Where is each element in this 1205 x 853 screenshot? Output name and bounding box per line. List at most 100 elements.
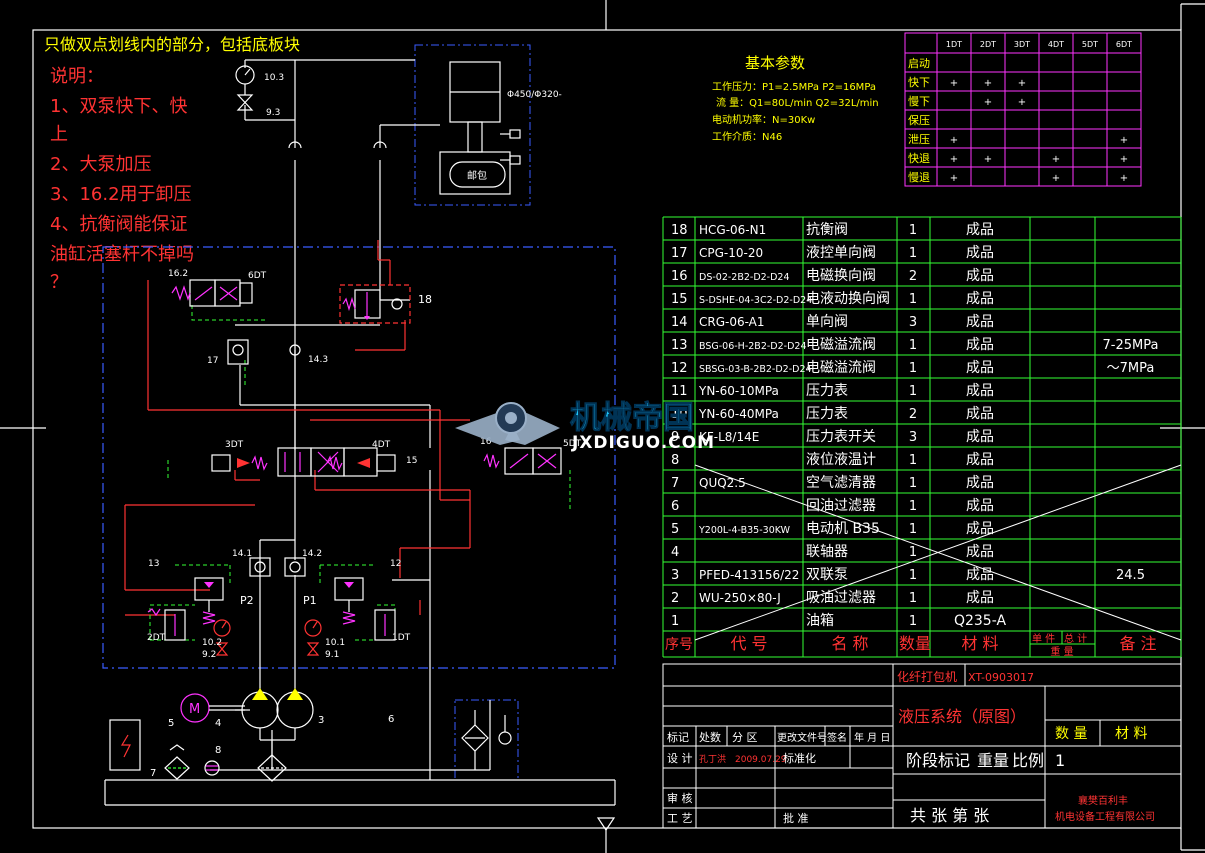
valve-14-1-label: 14.1 bbox=[232, 549, 252, 559]
parts-header-quantity: 数量 bbox=[899, 634, 931, 653]
basic-parameters: 基本参数 工作压力：P1=2.5MPa P2=16MPa 流 量：Q1=80L/… bbox=[712, 54, 879, 143]
drain-lines bbox=[149, 305, 571, 641]
sol-6dt-label: 6DT bbox=[248, 271, 267, 281]
watermark-emblem bbox=[455, 402, 560, 445]
parts-row-number: 10 bbox=[671, 407, 688, 422]
parts-row-material: 成品 bbox=[966, 314, 994, 330]
params-line: 工作介质：N46 bbox=[712, 131, 782, 143]
parts-row-number: 3 bbox=[671, 568, 679, 583]
parts-row-code: DS-02-2B2-D2-D24 bbox=[699, 272, 790, 283]
parts-row-number: 11 bbox=[671, 384, 688, 399]
parts-row-quantity: 1 bbox=[909, 292, 917, 307]
check-valves-14-1-14-2 bbox=[249, 557, 306, 577]
parts-row-quantity: 2 bbox=[909, 269, 917, 284]
watermark-en: JXDIGUO.COM bbox=[571, 433, 715, 453]
action-table-row-label: 启动 bbox=[908, 57, 930, 70]
parts-row-material: 成品 bbox=[966, 360, 994, 376]
level-gauge bbox=[204, 760, 220, 776]
parts-row-code: YN-60-40MPa bbox=[698, 407, 779, 421]
parts-row-quantity: 3 bbox=[909, 430, 917, 445]
design-date: 2009.07.29 bbox=[735, 755, 787, 765]
parts-row-name: 双联泵 bbox=[806, 567, 848, 583]
gauge-10-1-label: 10.1 bbox=[325, 638, 345, 648]
item-5-label: 5 bbox=[168, 718, 174, 729]
pressure-gauge-10-2 bbox=[213, 619, 231, 656]
parts-row-name: 液位液温计 bbox=[806, 452, 876, 468]
valve-16 bbox=[483, 447, 562, 475]
note-line: 油缸活塞杆不掉吗 bbox=[50, 243, 194, 265]
parts-row-number: 13 bbox=[671, 338, 688, 353]
parts-row-name: 回油过滤器 bbox=[806, 498, 876, 514]
parts-row-quantity: 1 bbox=[909, 568, 917, 583]
parts-row-quantity: 1 bbox=[909, 614, 917, 629]
parts-header-unit: 单 件 bbox=[1032, 633, 1055, 645]
parts-row-code: HCG-06-N1 bbox=[699, 223, 766, 237]
scale-value: 1 bbox=[1055, 751, 1065, 770]
project-name: 化纤打包机 bbox=[897, 670, 957, 684]
filter-boundary bbox=[454, 699, 519, 781]
valve-15-label: 15 bbox=[406, 456, 417, 466]
parts-row-number: 18 bbox=[671, 223, 688, 238]
air-breather bbox=[164, 744, 190, 780]
parts-row-quantity: 1 bbox=[909, 361, 917, 376]
watermark: 机械帝国 JXDIGUO.COM bbox=[455, 400, 715, 453]
parts-row-quantity: 1 bbox=[909, 453, 917, 468]
parts-row-quantity: 1 bbox=[909, 384, 917, 399]
action-table-mark: + bbox=[1018, 97, 1026, 108]
parts-row-name: 单向阀 bbox=[806, 314, 848, 330]
sol-3dt-label: 3DT bbox=[225, 440, 244, 450]
parts-row-quantity: 1 bbox=[909, 591, 917, 606]
valve-16-2-label: 16.2 bbox=[168, 269, 188, 279]
action-table-mark: + bbox=[984, 154, 992, 165]
weight-label: 重量 bbox=[977, 751, 1009, 770]
parts-row-code: WU-250×80-J bbox=[699, 591, 781, 605]
params-title: 基本参数 bbox=[745, 54, 805, 72]
parts-header-note: 备 注 bbox=[1119, 634, 1156, 653]
standardization-label: 标准化 bbox=[783, 751, 816, 765]
cylinder-size-label: Φ450/Φ320- bbox=[507, 90, 562, 100]
parts-row-code: QUQ2.5 bbox=[699, 476, 746, 490]
hydraulic-schematic: Φ450/Φ320- 邮包 bbox=[102, 44, 616, 806]
approve-label: 批 准 bbox=[783, 811, 809, 825]
suction-filter bbox=[257, 754, 287, 782]
action-table-mark: + bbox=[1120, 154, 1128, 165]
parts-row-material: 成品 bbox=[966, 429, 994, 445]
pilot-lines bbox=[124, 240, 471, 616]
designer-name: 孔丁洪 bbox=[699, 753, 726, 765]
drawing-number: XT-0903017 bbox=[968, 671, 1034, 684]
parts-row-number: 6 bbox=[671, 499, 679, 514]
parts-row-number: 9 bbox=[671, 430, 679, 445]
action-table-column-header: 4DT bbox=[1048, 40, 1064, 49]
parts-row-material: 成品 bbox=[966, 337, 994, 353]
design-label: 设 计 bbox=[667, 752, 693, 765]
notes: 只做双点划线内的部分，包括底板块 说明： 1、双泵快下、快 上 2、大泵加压 3… bbox=[44, 35, 300, 293]
parts-row-name: 吸油过滤器 bbox=[806, 590, 876, 606]
parts-row-code: S-DSHE-04-3C2-D2-D24 bbox=[699, 295, 812, 306]
parts-row-quantity: 1 bbox=[909, 545, 917, 560]
watermark-cn: 机械帝国 bbox=[570, 400, 694, 436]
parts-row-material: 成品 bbox=[966, 590, 994, 606]
action-table-column-header: 3DT bbox=[1014, 40, 1030, 49]
parts-row-material: 成品 bbox=[966, 567, 994, 583]
revision-doc: 更改文件号 bbox=[777, 731, 827, 744]
sol-1dt-label: 1DT bbox=[392, 633, 411, 643]
cylinder bbox=[439, 61, 521, 195]
action-table-mark: + bbox=[950, 173, 958, 184]
parts-row-name: 压力表开关 bbox=[806, 429, 876, 445]
motor bbox=[180, 693, 245, 723]
valve-16-2 bbox=[171, 279, 253, 307]
parts-row-quantity: 1 bbox=[909, 338, 917, 353]
gauge-9-2-label: 9.2 bbox=[202, 650, 216, 660]
return-filter bbox=[461, 710, 512, 770]
parts-row-name: 电磁溢流阀 bbox=[806, 360, 876, 376]
parts-row-quantity: 1 bbox=[909, 476, 917, 491]
parts-row-material: 成品 bbox=[966, 383, 994, 399]
revision-mark: 标记 bbox=[667, 730, 689, 744]
action-table-mark: + bbox=[1052, 154, 1060, 165]
action-table-row-label: 快退 bbox=[908, 152, 930, 165]
item-8-label: 8 bbox=[215, 745, 221, 756]
action-table-column-header: 6DT bbox=[1116, 40, 1132, 49]
process-label: 工 艺 bbox=[667, 812, 693, 825]
valve-18-label: 18 bbox=[418, 293, 432, 306]
